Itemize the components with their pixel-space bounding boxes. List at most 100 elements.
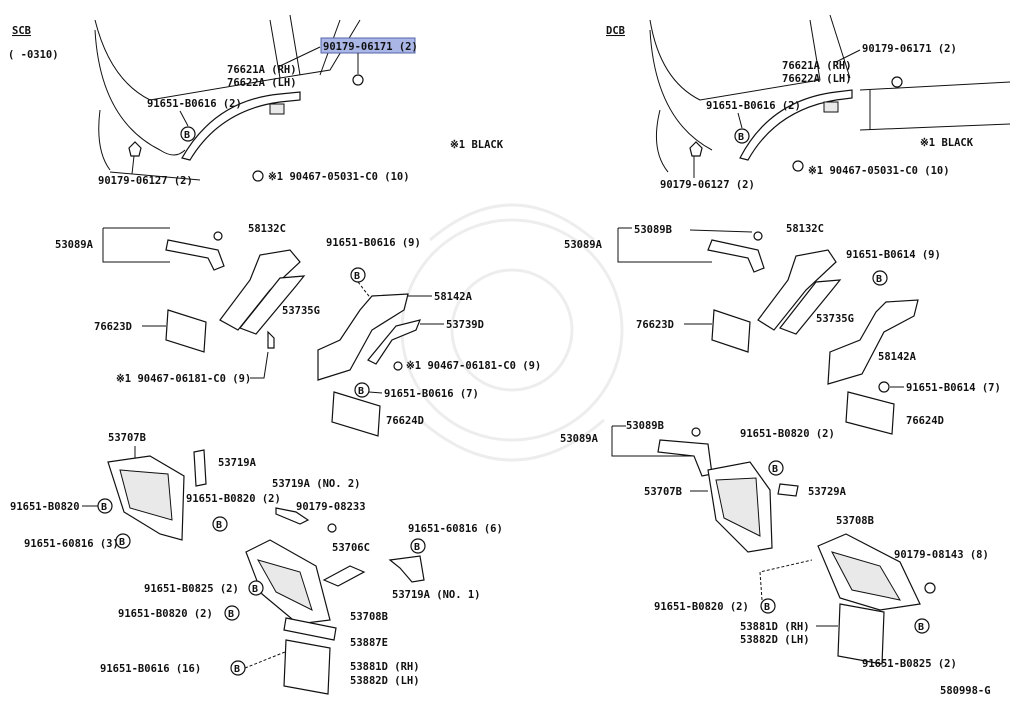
label-53729A-dcb[interactable]: 53729A — [808, 486, 847, 498]
label-53882D[interactable]: 53882D (LH) — [350, 675, 420, 687]
label-53887E[interactable]: 53887E — [350, 637, 388, 649]
bolt-marker — [760, 598, 776, 614]
label-76623D[interactable]: 76623D — [94, 321, 132, 333]
bolt-marker — [180, 126, 196, 142]
bolt-marker-label: B — [354, 271, 360, 282]
part-53881D — [283, 639, 331, 695]
label-91651-B0825-2[interactable]: 91651-B0825 (2) — [144, 583, 239, 595]
clip-53089A — [213, 231, 223, 241]
label-53719A[interactable]: 53719A — [218, 457, 257, 469]
nut-90179-08233 — [327, 523, 337, 533]
label-90467-05031-dcb[interactable]: ※1 90467-05031-C0 (10) — [808, 165, 950, 177]
label-58132C-dcb[interactable]: 58132C — [786, 223, 824, 235]
arch-bracket — [269, 103, 285, 115]
label-53739D[interactable]: 53739D — [446, 319, 484, 331]
label-53882D-dcb[interactable]: 53882D (LH) — [740, 634, 810, 646]
label-58142A-dcb[interactable]: 58142A — [878, 351, 917, 363]
label-53706C[interactable]: 53706C — [332, 542, 370, 554]
bolt-marker — [872, 270, 888, 286]
label-90467-05031[interactable]: ※1 90467-05031-C0 (10) — [268, 171, 410, 183]
fender-arch-76621A — [181, 91, 301, 161]
label-53089A-dcb[interactable]: 53089A — [564, 239, 603, 251]
clip-90179-06127 — [128, 141, 142, 157]
label-91651-B0616-7[interactable]: 91651-B0616 (7) — [384, 388, 479, 400]
clip-53089B-dcb — [753, 231, 763, 241]
label-76622A[interactable]: 76622A (LH) — [227, 77, 297, 89]
bolt-marker-label: B — [119, 537, 125, 548]
part-76624D — [331, 391, 381, 437]
label-76624D[interactable]: 76624D — [386, 415, 424, 427]
label-76621A[interactable]: 76621A (RH) — [227, 64, 297, 76]
label-53719A-no1[interactable]: 53719A (NO. 1) — [392, 589, 481, 601]
label-91651-B0614-7-dcb[interactable]: 91651-B0614 (7) — [906, 382, 1001, 394]
label-76623D-dcb[interactable]: 76623D — [636, 319, 674, 331]
bolt-marker-label: B — [252, 584, 258, 595]
bolt-marker — [914, 618, 930, 634]
screw-90467-06181-a — [267, 330, 275, 349]
bolt-marker-label: B — [876, 274, 882, 285]
label-91651-60816-3[interactable]: 91651-60816 (3) — [24, 538, 119, 550]
label-53089A-dcb-lower[interactable]: 53089A — [560, 433, 599, 445]
bolt-marker — [97, 498, 113, 514]
label-91651-B0825-2-dcb[interactable]: 91651-B0825 (2) — [862, 658, 957, 670]
label-53719A-no2[interactable]: 53719A (NO. 2) — [272, 478, 361, 490]
section-title-scb: SCB — [12, 25, 31, 37]
label-90467-06181-b[interactable]: ※1 90467-06181-C0 (9) — [406, 360, 541, 372]
label-90179-06127[interactable]: 90179-06127 (2) — [98, 175, 193, 187]
label-90179-08143-dcb[interactable]: 90179-08143 (8) — [894, 549, 989, 561]
bolt-marker — [354, 382, 370, 398]
label-53881D-dcb[interactable]: 53881D (RH) — [740, 621, 810, 633]
bolt-marker — [115, 533, 131, 549]
screw-90467-05031-dcb — [792, 160, 804, 172]
label-53707B[interactable]: 53707B — [108, 432, 146, 444]
label-53089A[interactable]: 53089A — [55, 239, 94, 251]
label-91651-B0820-2-dcb[interactable]: 91651-B0820 (2) — [740, 428, 835, 440]
label-91651-B0820-2b-dcb[interactable]: 91651-B0820 (2) — [654, 601, 749, 613]
label-91651-B0820[interactable]: 91651-B0820 — [10, 501, 80, 513]
label-91651-B0616-2-dcb[interactable]: 91651-B0616 (2) — [706, 100, 801, 112]
bolt-marker-label: B — [101, 502, 107, 513]
label-91651-B0820-2a[interactable]: 91651-B0820 (2) — [186, 493, 281, 505]
label-91651-B0820-2b[interactable]: 91651-B0820 (2) — [118, 608, 213, 620]
label-91651-B0616-9[interactable]: 91651-B0616 (9) — [326, 237, 421, 249]
label-91651-B0616-16[interactable]: 91651-B0616 (16) — [100, 663, 201, 675]
label-90179-06171-highlighted[interactable]: 90179-06171 (2) — [323, 41, 418, 53]
part-76623D — [165, 309, 207, 353]
label-91651-B0614-9-dcb[interactable]: 91651-B0614 (9) — [846, 249, 941, 261]
label-90179-06171-dcb[interactable]: 90179-06171 (2) — [862, 43, 957, 55]
bolt-marker — [212, 516, 228, 532]
bolt-marker-label: B — [772, 464, 778, 475]
label-53708B[interactable]: 53708B — [350, 611, 388, 623]
label-91651-60816-6[interactable]: 91651-60816 (6) — [408, 523, 503, 535]
bolt-marker-label: B — [358, 386, 364, 397]
part-53735G — [239, 275, 306, 335]
part-53881D-dcb — [837, 603, 885, 665]
label-58142A[interactable]: 58142A — [434, 291, 473, 303]
part-53719A-no2 — [275, 507, 310, 525]
label-90467-06181-a[interactable]: ※1 90467-06181-C0 (9) — [116, 373, 251, 385]
right-body-outline — [649, 14, 1011, 173]
label-53881D[interactable]: 53881D (RH) — [350, 661, 420, 673]
label-58132C[interactable]: 58132C — [248, 223, 286, 235]
label-53735G[interactable]: 53735G — [282, 305, 320, 317]
part-53719A — [193, 449, 207, 487]
label-53707B-dcb[interactable]: 53707B — [644, 486, 682, 498]
label-90179-08233[interactable]: 90179-08233 — [296, 501, 366, 513]
part-58142A-dcb — [827, 299, 919, 385]
part-53729A-dcb — [777, 483, 799, 497]
label-53089B-dcb-lower[interactable]: 53089B — [626, 420, 664, 432]
bolt-marker — [768, 460, 784, 476]
label-53735G-dcb[interactable]: 53735G — [816, 313, 854, 325]
label-53089B-dcb[interactable]: 53089B — [634, 224, 672, 236]
label-76624D-dcb[interactable]: 76624D — [906, 415, 944, 427]
label-76622A-dcb[interactable]: 76622A (LH) — [782, 73, 852, 85]
label-76621A-dcb[interactable]: 76621A (RH) — [782, 60, 852, 72]
label-90179-06127-dcb[interactable]: 90179-06127 (2) — [660, 179, 755, 191]
label-91651-B0616-2[interactable]: 91651-B0616 (2) — [147, 98, 242, 110]
label-53708B-dcb[interactable]: 53708B — [836, 515, 874, 527]
arch-bracket-dcb — [823, 101, 839, 113]
note-black: ※1 BLACK — [450, 139, 504, 151]
screw-90467-06181-b — [393, 361, 403, 371]
bolt-marker-label: B — [184, 130, 190, 141]
